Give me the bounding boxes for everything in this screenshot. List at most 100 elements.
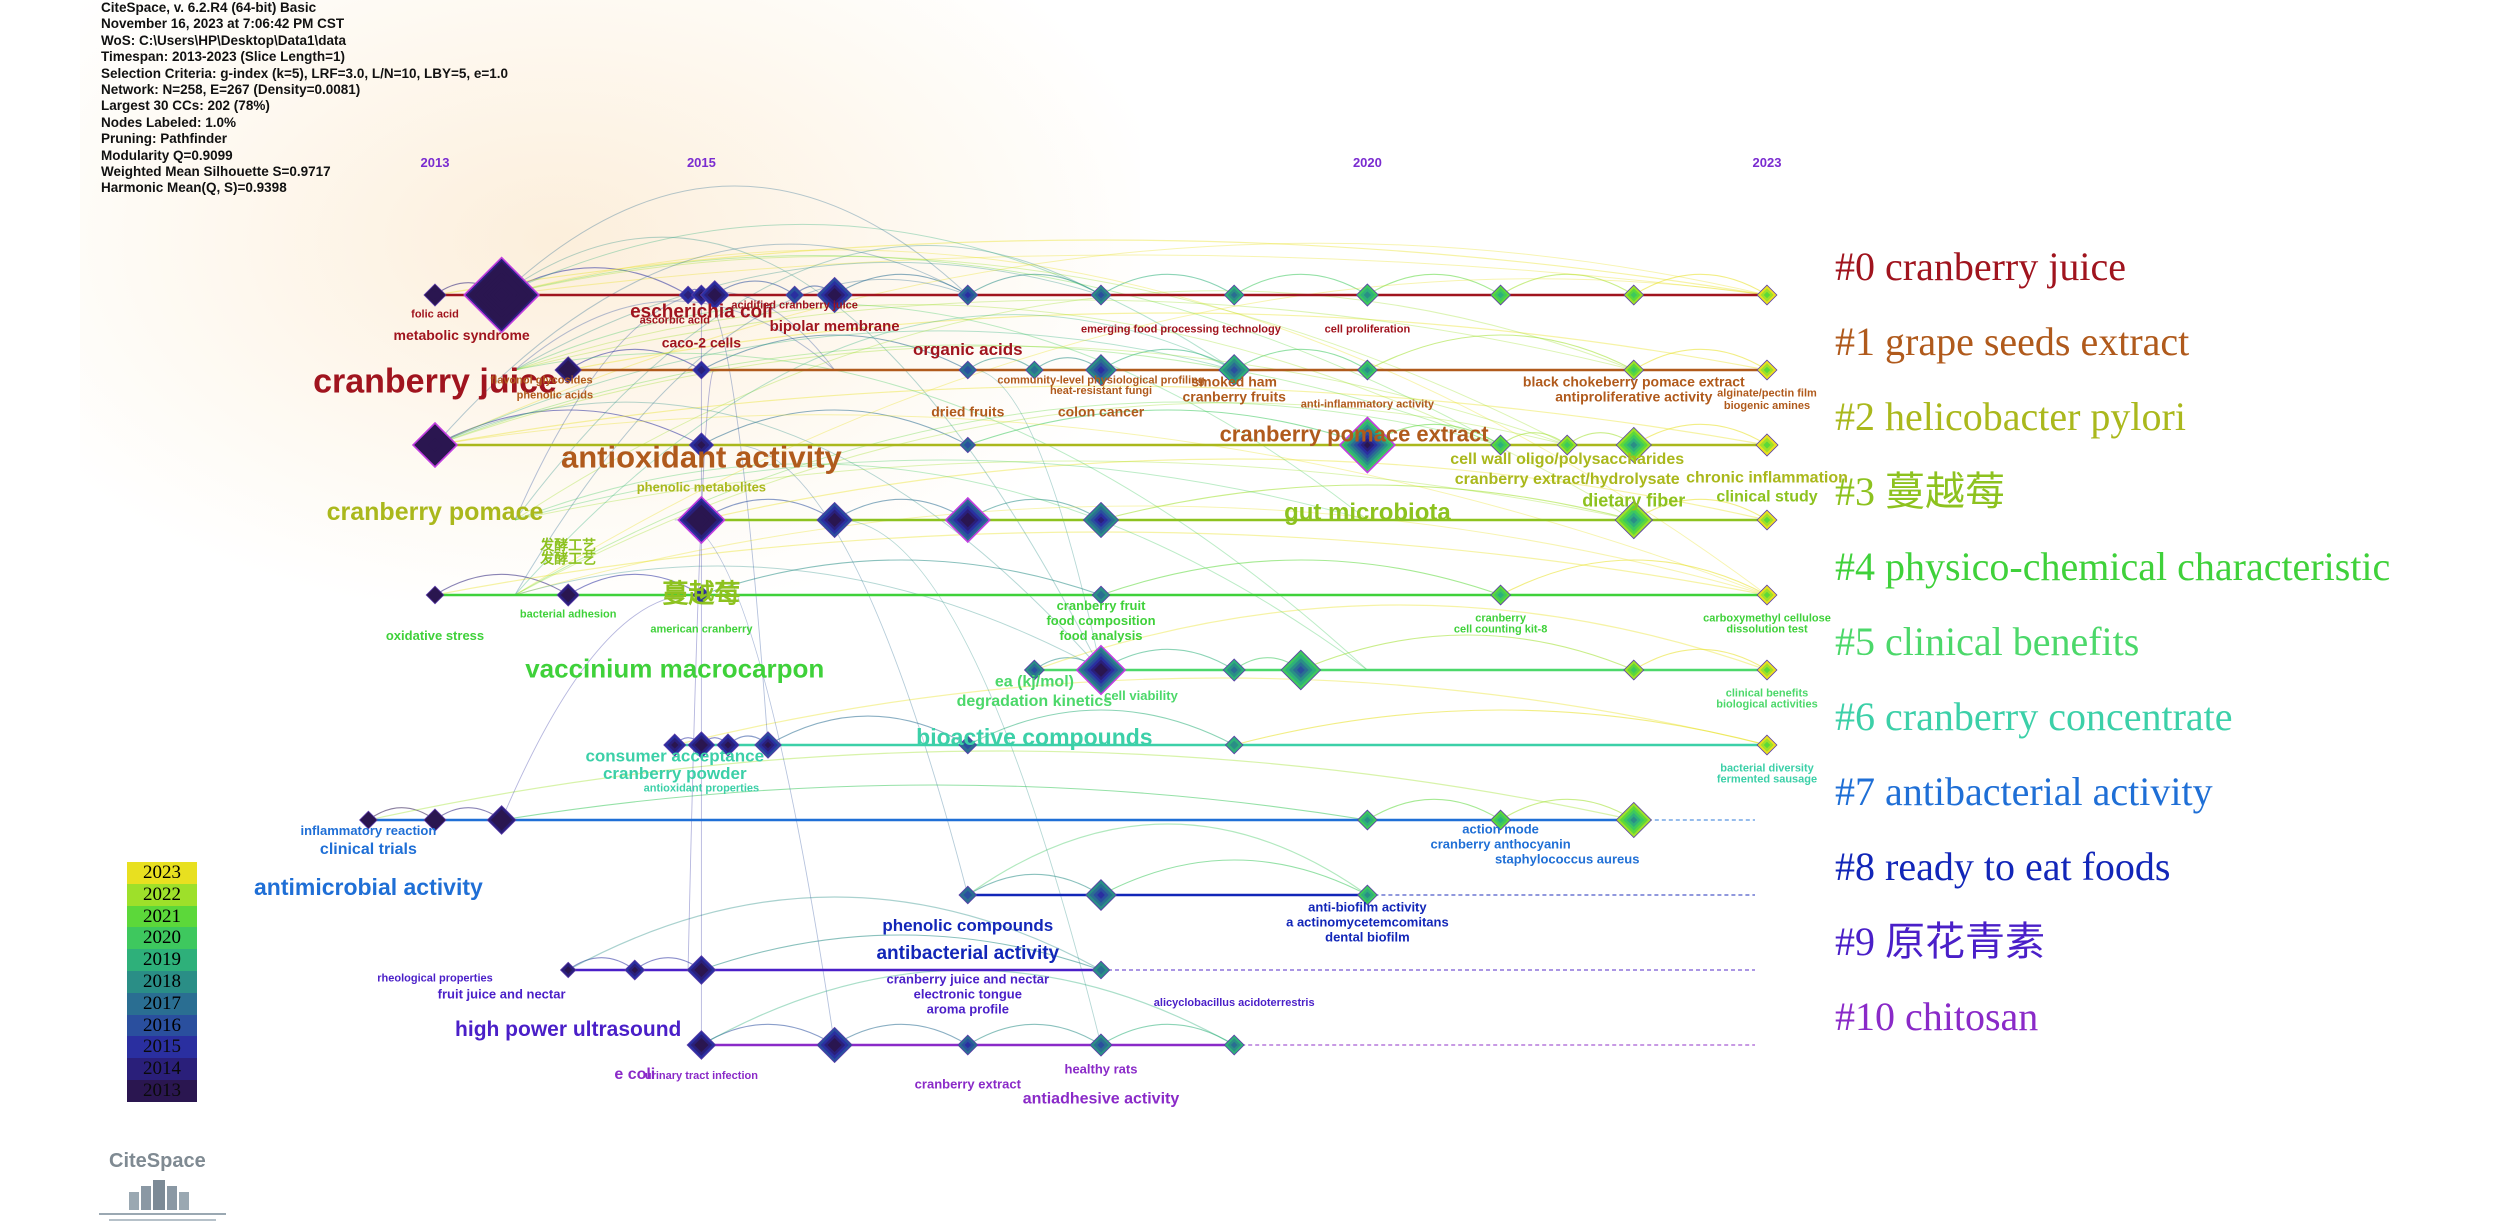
keyword-node[interactable] (699, 280, 730, 310)
link-arcs (368, 185, 1768, 1046)
keyword-node[interactable] (957, 284, 979, 306)
keyword-node[interactable] (957, 1034, 979, 1056)
keyword-node[interactable] (411, 421, 459, 469)
keyword-node[interactable] (959, 436, 977, 454)
link-arc (434, 242, 1768, 446)
keyword-node[interactable] (785, 285, 805, 305)
keyword-node[interactable] (816, 501, 853, 539)
keyword-node[interactable] (1615, 801, 1652, 839)
keyword-node[interactable] (1755, 433, 1779, 457)
keyword-node[interactable] (1356, 359, 1378, 381)
keyword-node[interactable] (1756, 509, 1778, 531)
keyword-node[interactable] (1222, 658, 1246, 682)
cluster-label: #3 蔓越莓 (1835, 469, 2005, 514)
keyword-node[interactable] (624, 959, 646, 981)
keyword-node[interactable] (716, 733, 740, 757)
keyword-node[interactable] (692, 360, 711, 380)
keyword-node[interactable] (1756, 659, 1778, 681)
keyword-node[interactable] (1356, 809, 1378, 831)
keyword-node[interactable] (1089, 1033, 1113, 1057)
keyword-node[interactable] (1085, 879, 1117, 911)
keyword-node[interactable] (1223, 284, 1245, 306)
keyword-label: cell proliferation (1325, 324, 1411, 336)
keyword-node[interactable] (1023, 659, 1045, 681)
keyword-label: urinary tract infection (645, 1070, 758, 1082)
keyword-node[interactable] (1091, 585, 1111, 605)
keyword-node[interactable] (692, 585, 711, 605)
link-arc (1100, 559, 1501, 596)
keyword-node[interactable] (1218, 354, 1251, 386)
keyword-node[interactable] (663, 733, 687, 757)
link-arc (434, 345, 1568, 446)
keyword-label: alicyclobacillus acidoterrestris (1154, 997, 1315, 1009)
keyword-node[interactable] (1280, 649, 1322, 691)
keyword-node[interactable] (1623, 659, 1645, 681)
keyword-label: antiproliferative activity (1555, 389, 1712, 405)
keyword-label: caco-2 cells (662, 335, 742, 351)
keyword-node[interactable] (423, 283, 447, 307)
keyword-node[interactable] (1623, 284, 1645, 306)
keyword-node[interactable] (958, 360, 978, 380)
keyword-node[interactable] (1756, 359, 1778, 381)
legend-year: 2021 (127, 905, 197, 928)
link-arc (1500, 559, 1768, 596)
keyword-label: oxidative stress (386, 628, 484, 643)
keyword-label: bipolar membrane (770, 318, 900, 335)
keyword-label: alginate/pectin film (1717, 387, 1817, 399)
link-arc (434, 414, 1768, 596)
keyword-node[interactable] (359, 810, 378, 830)
keyword-node[interactable] (1356, 884, 1378, 906)
keyword-node[interactable] (1615, 426, 1652, 464)
keyword-node[interactable] (754, 731, 782, 759)
link-arc (834, 1023, 969, 1046)
legend-year: 2023 (127, 862, 197, 884)
keyword-node[interactable] (463, 256, 541, 334)
keyword-node[interactable] (1338, 416, 1397, 474)
keyword-node[interactable] (958, 735, 978, 755)
keyword-node[interactable] (1614, 500, 1654, 540)
keyword-node[interactable] (1091, 960, 1111, 980)
keyword-node[interactable] (1355, 283, 1379, 307)
link-arc (434, 401, 1102, 671)
keyword-node[interactable] (556, 583, 580, 607)
keyword-node[interactable] (686, 955, 717, 985)
keyword-node[interactable] (1490, 434, 1512, 456)
keyword-node[interactable] (1756, 584, 1778, 606)
keyword-node[interactable] (425, 585, 445, 605)
keyword-label: bacterial adhesion (520, 609, 617, 621)
link-arc (501, 249, 1768, 596)
keyword-node[interactable] (944, 496, 991, 544)
keyword-node[interactable] (1490, 284, 1512, 306)
keyword-node[interactable] (686, 1030, 717, 1060)
keyword-node[interactable] (958, 885, 978, 905)
legend-year: 2013 (127, 1079, 197, 1102)
keyword-node[interactable] (1756, 734, 1778, 756)
keyword-node[interactable] (687, 731, 716, 759)
keyword-node[interactable] (1223, 1034, 1245, 1056)
keyword-node[interactable] (1556, 434, 1578, 456)
keyword-label: cranberry fruit (1057, 598, 1147, 613)
keyword-node[interactable] (1082, 501, 1120, 539)
keyword-node[interactable] (1085, 354, 1117, 386)
keyword-node[interactable] (1756, 284, 1778, 306)
keyword-node[interactable] (423, 808, 447, 832)
keyword-node[interactable] (816, 276, 853, 314)
link-arc (434, 531, 1768, 596)
keyword-node[interactable] (559, 961, 577, 979)
keyword-node[interactable] (816, 1026, 853, 1064)
info-line: Timespan: 2013-2023 (Slice Length=1) (101, 49, 345, 65)
keyword-node[interactable] (554, 356, 582, 384)
keyword-node[interactable] (1623, 359, 1645, 381)
link-arc (501, 594, 702, 821)
keyword-node[interactable] (1224, 735, 1244, 755)
keyword-node[interactable] (1075, 644, 1127, 696)
keyword-node[interactable] (1490, 584, 1512, 606)
keyword-node[interactable] (677, 495, 726, 545)
keyword-node[interactable] (1090, 284, 1112, 306)
cluster-label: #9 原花青素 (1835, 919, 2045, 964)
keyword-node[interactable] (486, 805, 517, 835)
keyword-node[interactable] (1490, 809, 1512, 831)
keyword-node[interactable] (1025, 360, 1044, 380)
keyword-node[interactable] (688, 432, 715, 458)
